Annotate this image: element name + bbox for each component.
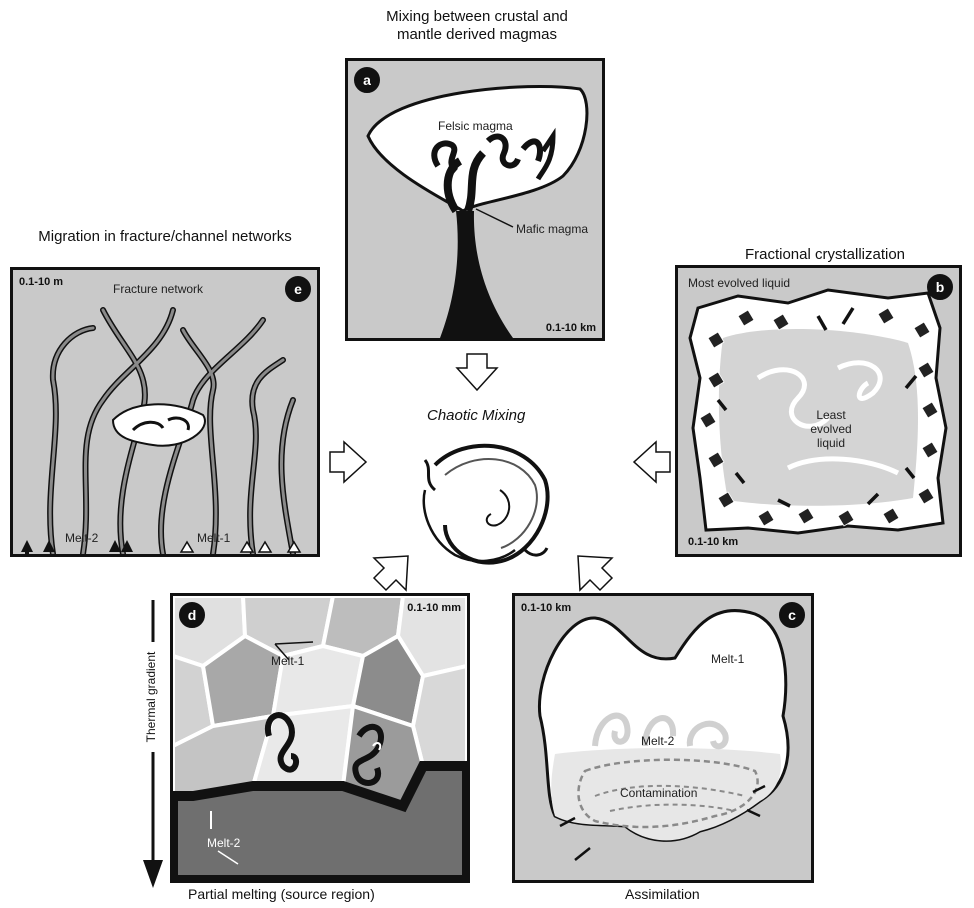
melt-2-label-c: Melt-2 [641,734,674,748]
panel-e: 0.1-10 m e Fracture network Melt-2 Melt-… [10,267,320,557]
least-evolved-liquid-label: Least evolved liquid [800,408,862,450]
arrow-from-c [572,552,616,596]
melt-1-label: Melt-1 [197,531,230,545]
panel-b: Most evolved liquid b Least evolved liqu… [675,265,962,557]
panel-d-badge: d [179,602,205,628]
arrow-from-d [370,552,414,596]
panel-c-badge: c [779,602,805,628]
mafic-magma-label: Mafic magma [516,222,588,236]
felsic-magma-label: Felsic magma [438,119,513,133]
mafic-conduit [440,211,513,338]
melt-2-label: Melt-2 [65,531,98,545]
melt-1-label-d: Melt-1 [271,654,304,668]
panel-c-scale: 0.1-10 km [521,602,571,614]
arrow-from-a [455,352,499,392]
panel-c: 0.1-10 km c Melt-1 Melt-2 Contamination [512,593,814,883]
panel-d-caption: Partial melting (source region) [188,886,375,902]
panel-b-title: Fractional crystallization [700,246,950,264]
panel-c-caption: Assimilation [625,886,700,902]
panel-d-scale: 0.1-10 mm [407,602,461,614]
panel-b-badge: b [927,274,953,300]
panel-a-scale: 0.1-10 km [546,322,596,334]
melt-2-label-d: Melt-2 [207,836,240,850]
panel-a-title: Mixing between crustal and mantle derive… [372,8,582,44]
arrow-from-e [328,440,368,484]
panel-a: a Felsic magma Mafic magma 0.1-10 km [345,58,605,341]
chaotic-mixing-swirl [405,430,555,580]
panel-b-scale: 0.1-10 km [688,536,738,548]
melt-1-label-c: Melt-1 [711,652,744,666]
panel-e-title: Migration in fracture/channel networks [20,228,310,246]
arrow-from-b [632,440,672,484]
panel-e-scale: 0.1-10 m [19,276,63,288]
fracture-network-label: Fracture network [113,282,203,296]
thermal-gradient-label: Thermal gradient [144,642,158,752]
panel-e-drawing [13,270,317,554]
panel-a-badge: a [354,67,380,93]
chaotic-mixing-label: Chaotic Mixing [427,407,525,424]
contamination-label: Contamination [620,786,697,800]
most-evolved-liquid-label: Most evolved liquid [688,276,790,290]
panel-d: d 0.1-10 mm Melt-1 Melt-2 [170,593,470,883]
panel-a-drawing [348,61,602,338]
panel-e-badge: e [285,276,311,302]
